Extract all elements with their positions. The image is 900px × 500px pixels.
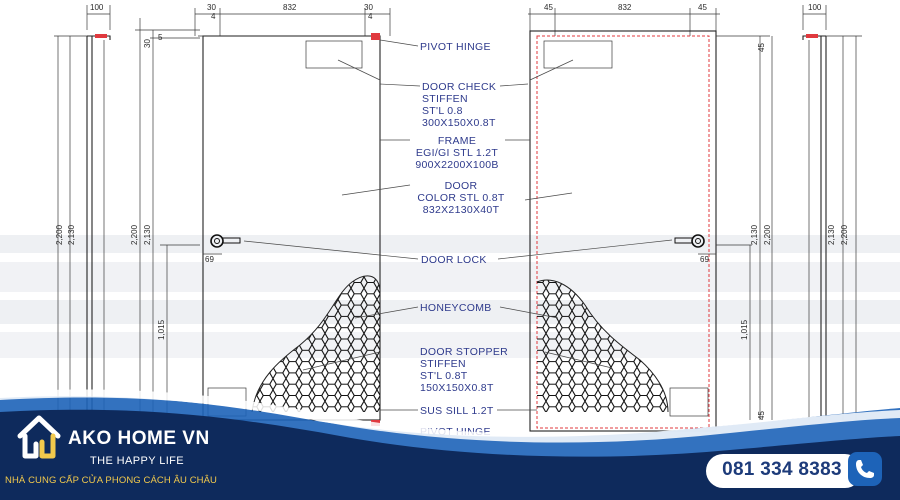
call-button[interactable]	[848, 452, 882, 486]
brand-tagline: NHÀ CUNG CẤP CỬA PHONG CÁCH ÂU CHÂU	[5, 475, 218, 486]
dim-height-2200-right: 2,200	[763, 224, 772, 245]
left-frame-section	[54, 5, 111, 420]
dim-lock-offset-left: 69	[205, 255, 214, 264]
right-frame-section	[802, 5, 862, 420]
dim-lock-height-right: 1,015	[740, 319, 749, 340]
dim-top-30-right: 30	[364, 3, 373, 12]
dim-side-30: 30	[143, 39, 152, 48]
label-door-line3: 832X2130X40T	[423, 204, 500, 216]
dim-side-5: 5	[158, 33, 163, 42]
label-frame-line2: EGI/GI STL 1.2T	[416, 147, 499, 159]
phone-number[interactable]: 081 334 8383	[722, 459, 842, 480]
dim-top-4-left: 4	[211, 12, 216, 21]
dim-top-832-left: 832	[283, 3, 297, 12]
dim-height-2130-far-left: 2,130	[67, 224, 76, 245]
phone-icon	[856, 460, 874, 478]
dim-lock-height-left: 1,015	[157, 319, 166, 340]
dim-right-frame-width: 100	[808, 3, 822, 12]
dim-top-45-right: 45	[698, 3, 707, 12]
label-door-check-line4: 300X150X0.8T	[422, 117, 496, 129]
label-door-stopper-title: DOOR STOPPER	[420, 346, 508, 358]
dim-height-2200-left: 2,200	[130, 224, 139, 245]
label-frame-line3: 900X2200X100B	[415, 159, 498, 171]
label-door-check-line2: STIFFEN	[422, 93, 468, 105]
dim-height-2130-right: 2,130	[750, 224, 759, 245]
dim-top-832-right: 832	[618, 3, 632, 12]
label-frame-title: FRAME	[438, 135, 476, 147]
dim-top-4-right: 4	[368, 12, 373, 21]
brand-name: AKO HOME VN	[68, 428, 210, 449]
label-door-check-line3: ST'L 0.8	[422, 105, 463, 117]
leader-lines	[243, 39, 673, 411]
dim-top-30-left: 30	[207, 3, 216, 12]
label-door-stopper-line4: 150X150X0.8T	[420, 382, 494, 394]
dim-height-2130-far-right: 2,130	[827, 224, 836, 245]
label-door-line2: COLOR STL 0.8T	[417, 192, 505, 204]
phone-pill[interactable]	[706, 454, 862, 488]
house-logo-icon	[17, 415, 61, 459]
label-honeycomb: HONEYCOMB	[420, 302, 492, 314]
brand-slogan: THE HAPPY LIFE	[90, 455, 185, 467]
label-door-check-title: DOOR CHECK	[422, 81, 496, 93]
label-sus-sill: SUS SILL 1.2T	[420, 405, 494, 417]
label-door-lock: DOOR LOCK	[421, 254, 487, 266]
dim-height-2200-far-left: 2,200	[55, 224, 64, 245]
label-door-stopper-line3: ST'L 0.8T	[420, 370, 468, 382]
dim-left-frame-width: 100	[90, 3, 104, 12]
dim-height-2200-far-right: 2,200	[840, 224, 849, 245]
label-door-stopper-line2: STIFFEN	[420, 358, 466, 370]
label-door-title: DOOR	[445, 180, 478, 192]
dim-height-2130-left: 2,130	[143, 224, 152, 245]
label-pivot-hinge-top: PIVOT HINGE	[420, 41, 491, 53]
dim-right-45-top: 45	[757, 43, 766, 52]
dim-lock-offset-right: 69	[700, 255, 709, 264]
dim-top-45-left: 45	[544, 3, 553, 12]
dim-right-45-bottom: 45	[757, 411, 766, 420]
